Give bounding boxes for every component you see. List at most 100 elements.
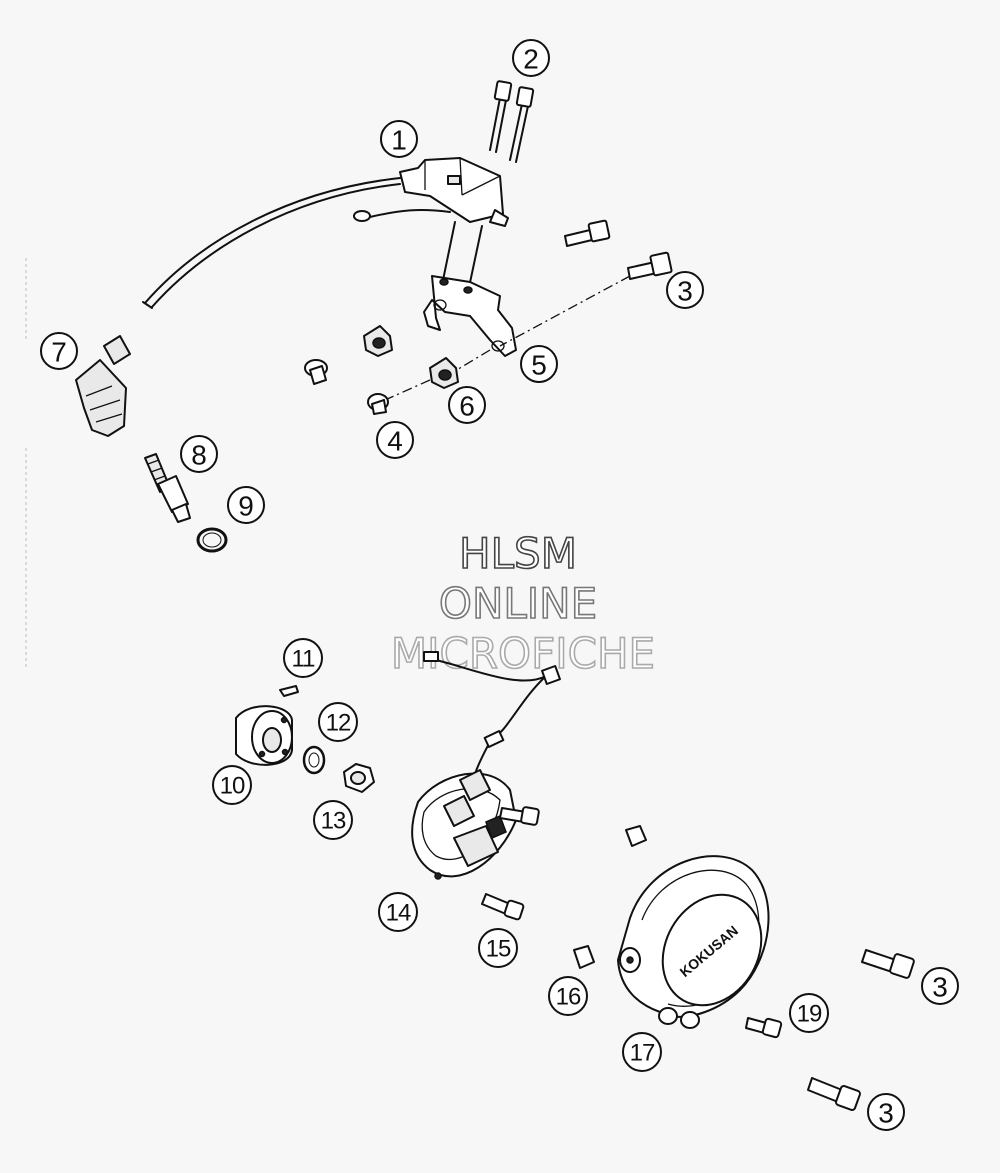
cover-dome (661, 893, 763, 1007)
svg-text:4: 4 (387, 426, 403, 457)
callout-8: 8 (180, 435, 218, 473)
ht-cable (144, 177, 401, 304)
callout-3-cover-lower: 3 (867, 1093, 905, 1131)
screw-head (503, 899, 525, 921)
svg-text:16: 16 (556, 984, 581, 1011)
stator-coil (443, 795, 475, 827)
callouts: 1 2 3 4 5 6 7 8 9 10 11 12 13 14 15 16 1… (40, 39, 959, 1131)
cable-clamp (483, 730, 505, 748)
svg-text:2: 2 (523, 44, 539, 75)
bracket-hole (491, 340, 505, 352)
rotor-hole (281, 748, 289, 756)
svg-text:7: 7 (51, 337, 67, 368)
connector-body (75, 359, 127, 437)
bolt-shank (509, 103, 523, 161)
callout-2: 2 (512, 39, 550, 77)
bolt-head (889, 953, 915, 979)
stator-pole (485, 815, 507, 839)
connector-socket (541, 665, 561, 685)
assembly-line (499, 275, 631, 347)
callout-5: 5 (520, 345, 558, 383)
ht-cable-end (142, 301, 153, 309)
bolt-head (587, 219, 611, 243)
callout-12: 12 (318, 702, 358, 742)
cover-bolt-3-lower (807, 1077, 861, 1111)
callout-1: 1 (380, 120, 418, 158)
rubber-grommet (363, 325, 393, 357)
callout-17: 17 (622, 1032, 662, 1072)
svg-text:3: 3 (878, 1098, 894, 1129)
callout-7: 7 (40, 332, 78, 370)
dowel-body (573, 945, 595, 969)
coil-body (399, 157, 504, 223)
coil-bracket (423, 275, 517, 357)
ignition-cover: KOKUSAN (617, 855, 770, 1029)
callout-6: 6 (448, 386, 486, 424)
spark-plug (144, 453, 191, 523)
rotor-hub (262, 727, 282, 753)
sleeve-body (309, 365, 327, 385)
dowel-upper (625, 825, 647, 847)
stator-coil (453, 825, 499, 867)
nut-face (350, 771, 366, 785)
coil-tab (489, 209, 509, 227)
coil-mark (447, 175, 461, 185)
svg-text:17: 17 (630, 1040, 655, 1067)
bracket-bolt-3 (439, 251, 673, 381)
svg-text:10: 10 (220, 773, 245, 800)
stator-screw-15 (481, 893, 525, 921)
svg-text:14: 14 (386, 900, 411, 927)
plug-hex (157, 475, 189, 513)
connector-ribs (85, 385, 123, 423)
screw-head (761, 1017, 783, 1039)
cover-screw-19 (745, 1017, 783, 1039)
svg-text:19: 19 (797, 1001, 822, 1028)
ignition-coil (142, 157, 509, 309)
svg-text:12: 12 (326, 710, 351, 737)
svg-text:1: 1 (391, 125, 407, 156)
bracket-plate (423, 275, 517, 357)
bracket-hole (439, 278, 449, 286)
coil-bolt-line (467, 225, 483, 293)
sleeve (304, 359, 328, 385)
callout-14: 14 (378, 892, 418, 932)
rubber-grommet-6 (384, 357, 459, 401)
dowel-body (625, 825, 647, 847)
bolt-head (493, 80, 513, 102)
plug-thread-lines (147, 459, 166, 481)
bolt-shank (564, 229, 593, 247)
spark-plug-connector (75, 335, 131, 437)
svg-text:13: 13 (321, 808, 346, 835)
svg-text:11: 11 (292, 646, 316, 673)
svg-text:9: 9 (238, 491, 254, 522)
svg-text:8: 8 (191, 440, 207, 471)
svg-text:15: 15 (486, 936, 511, 963)
bolt-shank (515, 105, 529, 163)
bolt-shank (495, 99, 507, 153)
bolt-head (835, 1085, 861, 1111)
cover-boss-hole (626, 956, 634, 964)
cover-boss (680, 1011, 700, 1029)
cover-boss (658, 1007, 678, 1025)
svg-text:6: 6 (459, 391, 475, 422)
bracket-hole (433, 299, 447, 311)
screw-head (520, 806, 540, 826)
callout-15: 15 (478, 928, 518, 968)
watermark-line-2: ONLINE (439, 579, 597, 628)
sealing-ring (196, 527, 228, 553)
ground-eyelet (353, 210, 371, 222)
rotor-hole (280, 716, 288, 724)
coil-bolt-line (441, 221, 456, 286)
woodruff-key (279, 685, 299, 697)
svg-text:3: 3 (932, 972, 948, 1003)
stator-lead (435, 659, 547, 682)
ground-wire (369, 208, 451, 218)
bracket-bolt-upper (564, 219, 611, 247)
bolt-head (515, 86, 535, 108)
sealing-ring-inner (202, 532, 222, 548)
watermark-line-1: HLSM (459, 529, 577, 578)
collar-nut (343, 763, 375, 793)
ht-cable-edge (151, 183, 401, 308)
sleeve-4 (367, 393, 389, 415)
